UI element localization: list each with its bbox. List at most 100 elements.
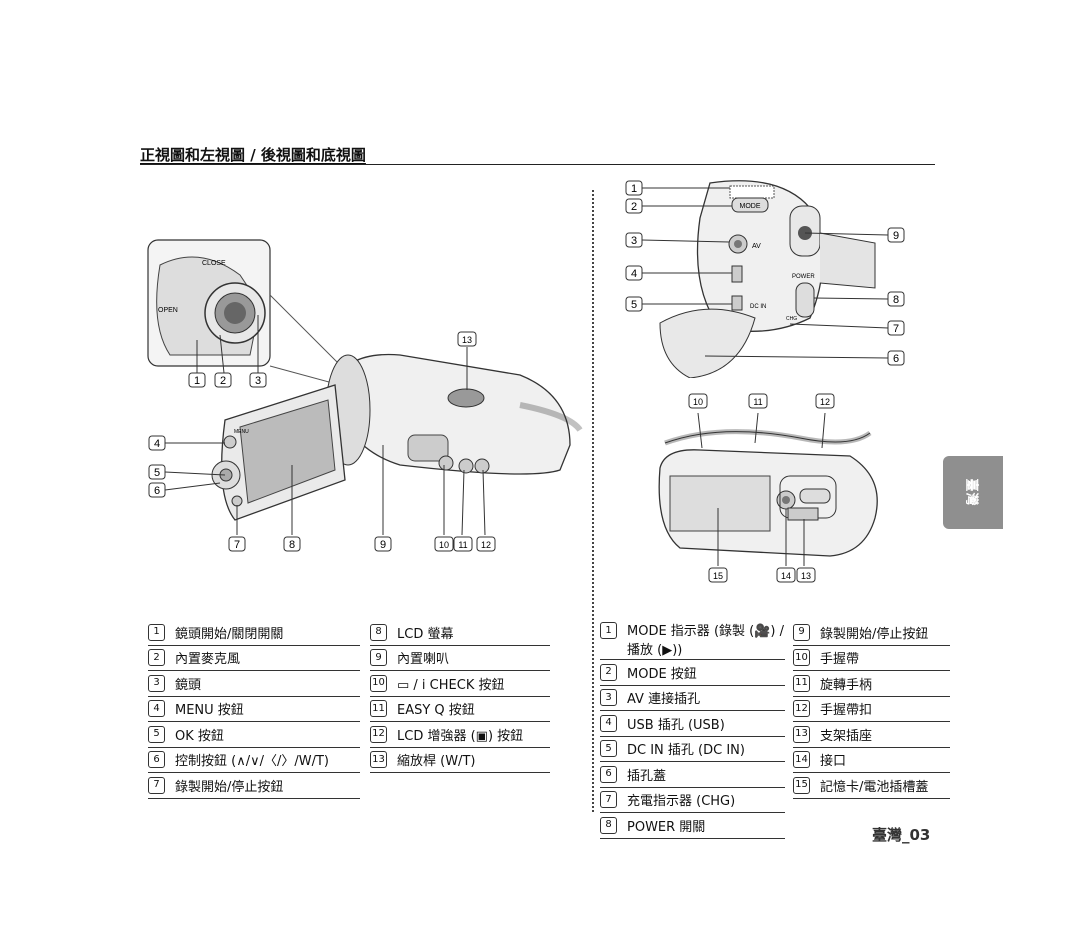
mode-label: MODE [740, 203, 761, 210]
list-item: 3 AV 連接插孔 [600, 686, 785, 711]
item-number-badge: 10 [793, 649, 810, 667]
item-number-badge: 13 [793, 725, 810, 743]
chg-label: CHG [786, 316, 797, 322]
callout-7: 7 [887, 320, 905, 336]
svg-text:7: 7 [893, 323, 899, 335]
item-label: 錄製開始/停止按鈕 [820, 626, 929, 642]
list-item: 4 USB 插孔 (USB) [600, 711, 785, 737]
language-side-tab: 臺灣 [943, 456, 1003, 529]
item-label: 鏡頭開始/關閉開關 [175, 626, 284, 642]
item-number-badge: 7 [600, 791, 617, 809]
callout-12: 12 [815, 393, 835, 409]
svg-text:2: 2 [220, 375, 226, 387]
callout-5: 5 [625, 296, 643, 312]
callout-14: 14 [776, 567, 796, 583]
bottom-view-figure: 10 11 12 15 14 13 [640, 388, 900, 588]
item-label: 插孔蓋 [627, 768, 667, 784]
svg-text:1: 1 [631, 183, 637, 195]
item-label: 鏡頭 [175, 677, 202, 693]
item-number-badge: 1 [148, 623, 165, 641]
item-number-badge: 11 [370, 700, 387, 718]
callout-4: 4 [148, 435, 166, 451]
item-number-badge: 3 [600, 689, 617, 707]
callout-2: 2 [214, 372, 232, 388]
item-number-badge: 4 [600, 714, 617, 732]
list-item: 3 鏡頭 [148, 671, 360, 697]
item-number-badge: 13 [370, 751, 387, 769]
item-number-badge: 2 [148, 649, 165, 667]
item-label: DC IN 插孔 (DC IN) [627, 743, 745, 759]
power-label: POWER [792, 274, 815, 280]
svg-text:8: 8 [289, 539, 295, 551]
item-label: 手握帶 [820, 652, 860, 668]
callout-8: 8 [887, 291, 905, 307]
item-number-badge: 12 [793, 700, 810, 718]
camcorder-front-illustration: CLOSE OPEN MENU 1 2 3 4 5 6 7 8 9 10 11 … [147, 239, 583, 552]
item-number-badge: 3 [148, 674, 165, 692]
item-label: 充電指示器 (CHG) [627, 794, 736, 810]
list-item: 13 縮放桿 (W/T) [370, 748, 550, 773]
svg-text:15: 15 [713, 571, 723, 581]
item-label: 支架插座 [820, 728, 873, 744]
callout-6: 6 [887, 350, 905, 366]
svg-text:2: 2 [631, 201, 637, 213]
item-label: MODE 按鈕 [627, 666, 697, 682]
svg-text:3: 3 [631, 235, 637, 247]
svg-text:13: 13 [801, 571, 811, 581]
item-number-badge: 1 [600, 622, 617, 639]
item-label: LCD 螢幕 [397, 626, 454, 642]
svg-text:14: 14 [781, 571, 791, 581]
item-label: 錄製開始/停止按鈕 [175, 779, 284, 795]
item-number-badge: 6 [148, 751, 165, 769]
item-label: 手握帶扣 [820, 703, 873, 719]
av-label: AV [752, 243, 761, 250]
svg-text:8: 8 [893, 294, 899, 306]
svg-text:11: 11 [753, 397, 762, 407]
callout-10: 10 [688, 393, 708, 409]
list-item: 12 手握帶扣 [793, 697, 950, 722]
item-label: LCD 增強器 (▣) 按鈕 [397, 728, 524, 744]
svg-text:13: 13 [462, 335, 472, 345]
svg-text:3: 3 [255, 375, 261, 387]
title-rule [140, 164, 935, 165]
callout-6: 6 [148, 482, 166, 498]
callout-7: 7 [228, 536, 246, 552]
item-number-badge: 15 [793, 776, 810, 794]
svg-text:1: 1 [194, 375, 200, 387]
camcorder-rear-illustration: MODE AV DC IN POWER CHG 1 2 3 4 5 9 8 7 … [625, 180, 905, 378]
svg-text:7: 7 [234, 539, 240, 551]
close-label: CLOSE [202, 260, 226, 267]
page-title: 正視圖和左視圖 / 後視圖和底視圖 [140, 146, 366, 164]
svg-text:6: 6 [893, 353, 899, 365]
item-number-badge: 9 [793, 623, 810, 641]
callout-13: 13 [457, 331, 477, 347]
item-label: MENU 按鈕 [175, 703, 244, 719]
item-label: USB 插孔 (USB) [627, 717, 725, 733]
svg-text:4: 4 [154, 438, 160, 450]
svg-text:9: 9 [893, 230, 899, 242]
menu-label: MENU [234, 429, 249, 435]
svg-text:9: 9 [380, 539, 386, 551]
list-item: 13 支架插座 [793, 722, 950, 748]
item-label: 旋轉手柄 [820, 677, 873, 693]
item-label: 縮放桿 (W/T) [397, 754, 476, 770]
item-number-badge: 4 [148, 700, 165, 718]
item-label: AV 連接插孔 [627, 692, 701, 708]
callout-13: 13 [796, 567, 816, 583]
item-number-badge: 8 [600, 816, 617, 834]
svg-text:5: 5 [631, 299, 637, 311]
item-number-badge: 7 [148, 776, 165, 794]
